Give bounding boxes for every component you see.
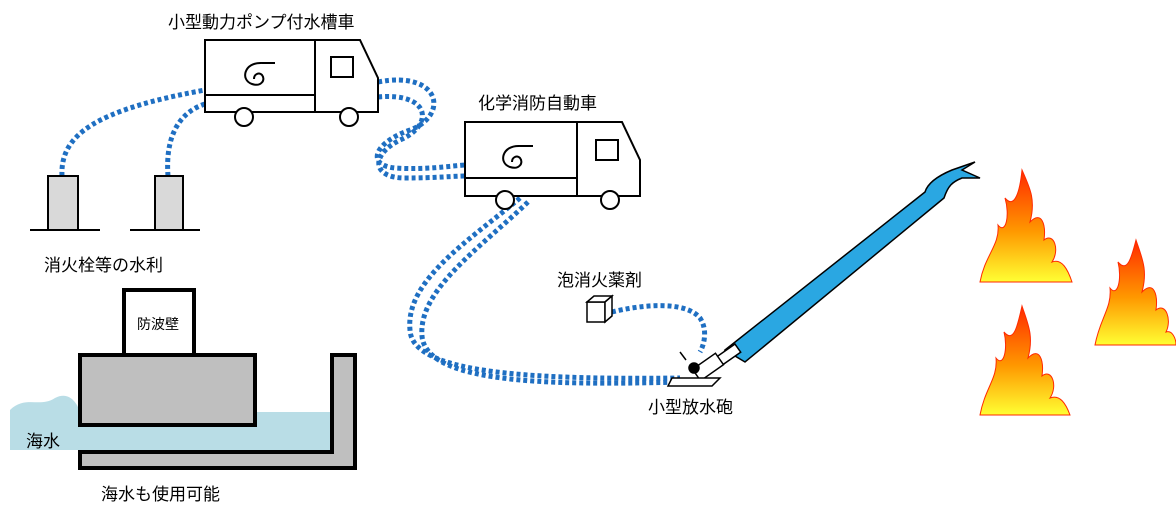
cannon-barrel: [691, 352, 725, 382]
flame-icon: [979, 168, 1073, 283]
cannon-joint: [688, 362, 700, 374]
cannon-handle: [679, 351, 687, 361]
chem-truck-label: 化学消防自動車: [478, 94, 597, 114]
pump-spiral-icon: [244, 61, 265, 86]
pump-truck-front-wheel: [339, 107, 359, 127]
flames: [979, 168, 1176, 416]
pump-truck: [204, 39, 379, 127]
hydrant-2: [154, 175, 184, 231]
hose-chem-to-cannon-1: [407, 196, 681, 381]
water-cannon-label: 小型放水砲: [648, 398, 733, 418]
pump-truck-label: 小型動力ポンプ付水槽車: [168, 13, 355, 33]
hydrants: [30, 175, 200, 231]
water-cannon-icon: [666, 342, 742, 387]
pump-spiral-icon: [502, 144, 523, 169]
breakwater-label: 防波壁: [137, 317, 179, 333]
chem-truck-window: [595, 139, 619, 161]
quay-wall: [78, 353, 357, 470]
seawater-usable-label: 海水も使用可能: [101, 485, 220, 505]
hose-hydrant2-to-pump-truck: [165, 101, 206, 177]
foam-box-front: [586, 301, 606, 323]
hose-hydrant1-to-pump-truck: [59, 87, 206, 177]
chem-truck-front-wheel: [600, 190, 620, 210]
seawater-label: 海水: [26, 432, 60, 452]
hose-pump-to-chem-1: [374, 77, 466, 172]
flame-icon: [1094, 238, 1176, 346]
box-icon: [584, 294, 615, 324]
chem-truck: [464, 121, 641, 210]
sea-area: [10, 288, 357, 470]
quay-block: [78, 353, 257, 427]
hose-chem-to-cannon-2: [419, 200, 681, 386]
foam-box-side: [604, 294, 613, 324]
hose-foam-to-cannon: [611, 303, 708, 354]
pump-truck-rear-wheel: [234, 107, 254, 127]
water-stream: [723, 161, 981, 363]
foam-agent-label: 泡消火薬剤: [557, 271, 642, 291]
chem-truck-rear-wheel: [495, 190, 515, 210]
breakwater-wall: [122, 288, 196, 357]
cannon-base: [666, 377, 722, 387]
flame-icon: [979, 304, 1071, 416]
hose-pump-to-chem-2: [376, 94, 466, 181]
sea-water: [10, 395, 80, 450]
hose-lines: [59, 77, 708, 386]
hydrant-1: [47, 175, 79, 231]
hydrant-label: 消火栓等の水利: [44, 256, 163, 276]
pump-truck-window: [330, 56, 354, 78]
